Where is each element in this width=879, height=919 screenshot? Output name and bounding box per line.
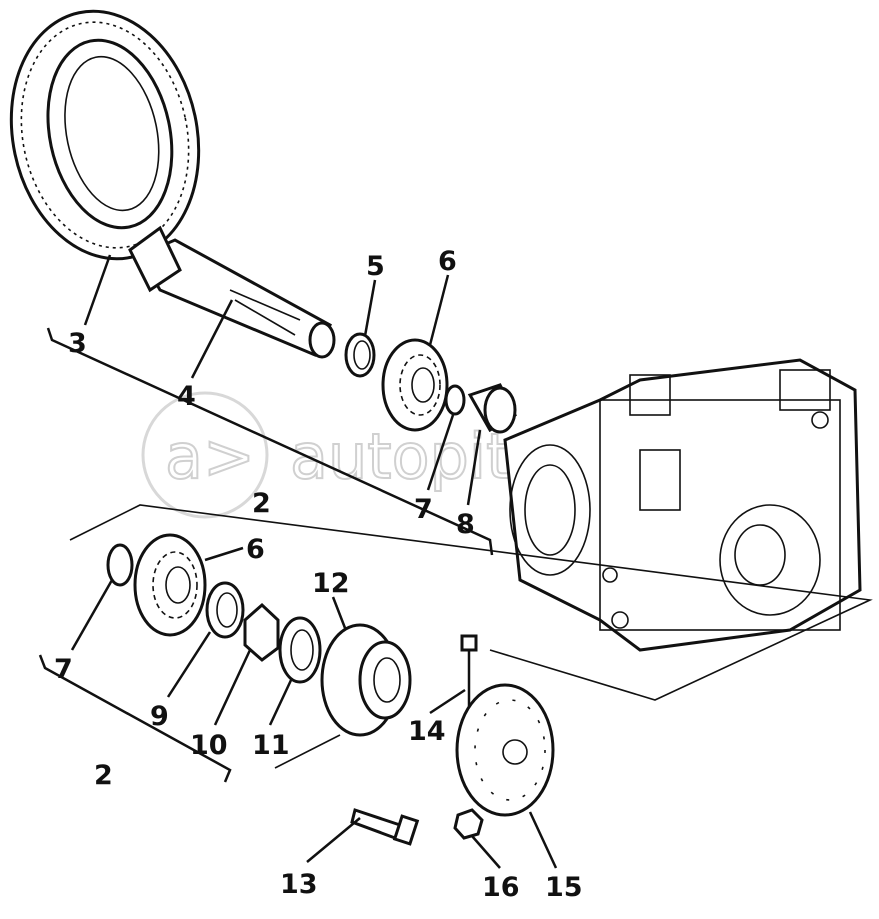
pinion-shaft <box>128 225 336 359</box>
callout-5: 5 <box>366 251 385 282</box>
callout-7-lower: 7 <box>54 654 73 685</box>
flange <box>455 683 555 817</box>
callout-labels: 3 4 5 6 7 8 2 6 12 7 9 10 11 14 2 13 16 … <box>54 246 583 903</box>
callout-2-lower: 2 <box>94 760 113 791</box>
upper-bearing <box>381 338 449 432</box>
svg-text:a>: a> <box>165 420 255 493</box>
upper-shim <box>444 384 466 416</box>
callout-2-upper: 2 <box>252 488 271 519</box>
callout-4: 4 <box>177 381 196 412</box>
nut-16 <box>453 808 484 840</box>
callout-12: 12 <box>312 568 350 599</box>
leader-lines <box>38 254 558 869</box>
upper-nut <box>467 383 517 434</box>
seal <box>278 616 322 684</box>
ring-gear <box>9 9 201 261</box>
callout-11: 11 <box>252 730 290 761</box>
transmission-housing <box>503 358 862 652</box>
callout-15: 15 <box>545 872 583 903</box>
callout-7-upper: 7 <box>414 494 433 525</box>
bolt-13 <box>350 808 420 846</box>
callout-14: 14 <box>408 716 446 747</box>
lower-bearing <box>133 533 207 637</box>
assembly-plane-lines <box>69 504 873 769</box>
callout-10: 10 <box>190 730 228 761</box>
callout-9: 9 <box>150 701 169 732</box>
callout-13: 13 <box>280 869 318 900</box>
callout-6-lower: 6 <box>246 534 265 565</box>
callout-6-upper: 6 <box>438 246 457 277</box>
callout-16: 16 <box>482 872 520 903</box>
callout-8: 8 <box>456 509 475 540</box>
bearing-cage <box>320 623 412 737</box>
bolt-14 <box>460 634 478 710</box>
lower-shim <box>106 543 134 587</box>
lock-nut <box>243 602 280 662</box>
callout-3: 3 <box>68 328 87 359</box>
